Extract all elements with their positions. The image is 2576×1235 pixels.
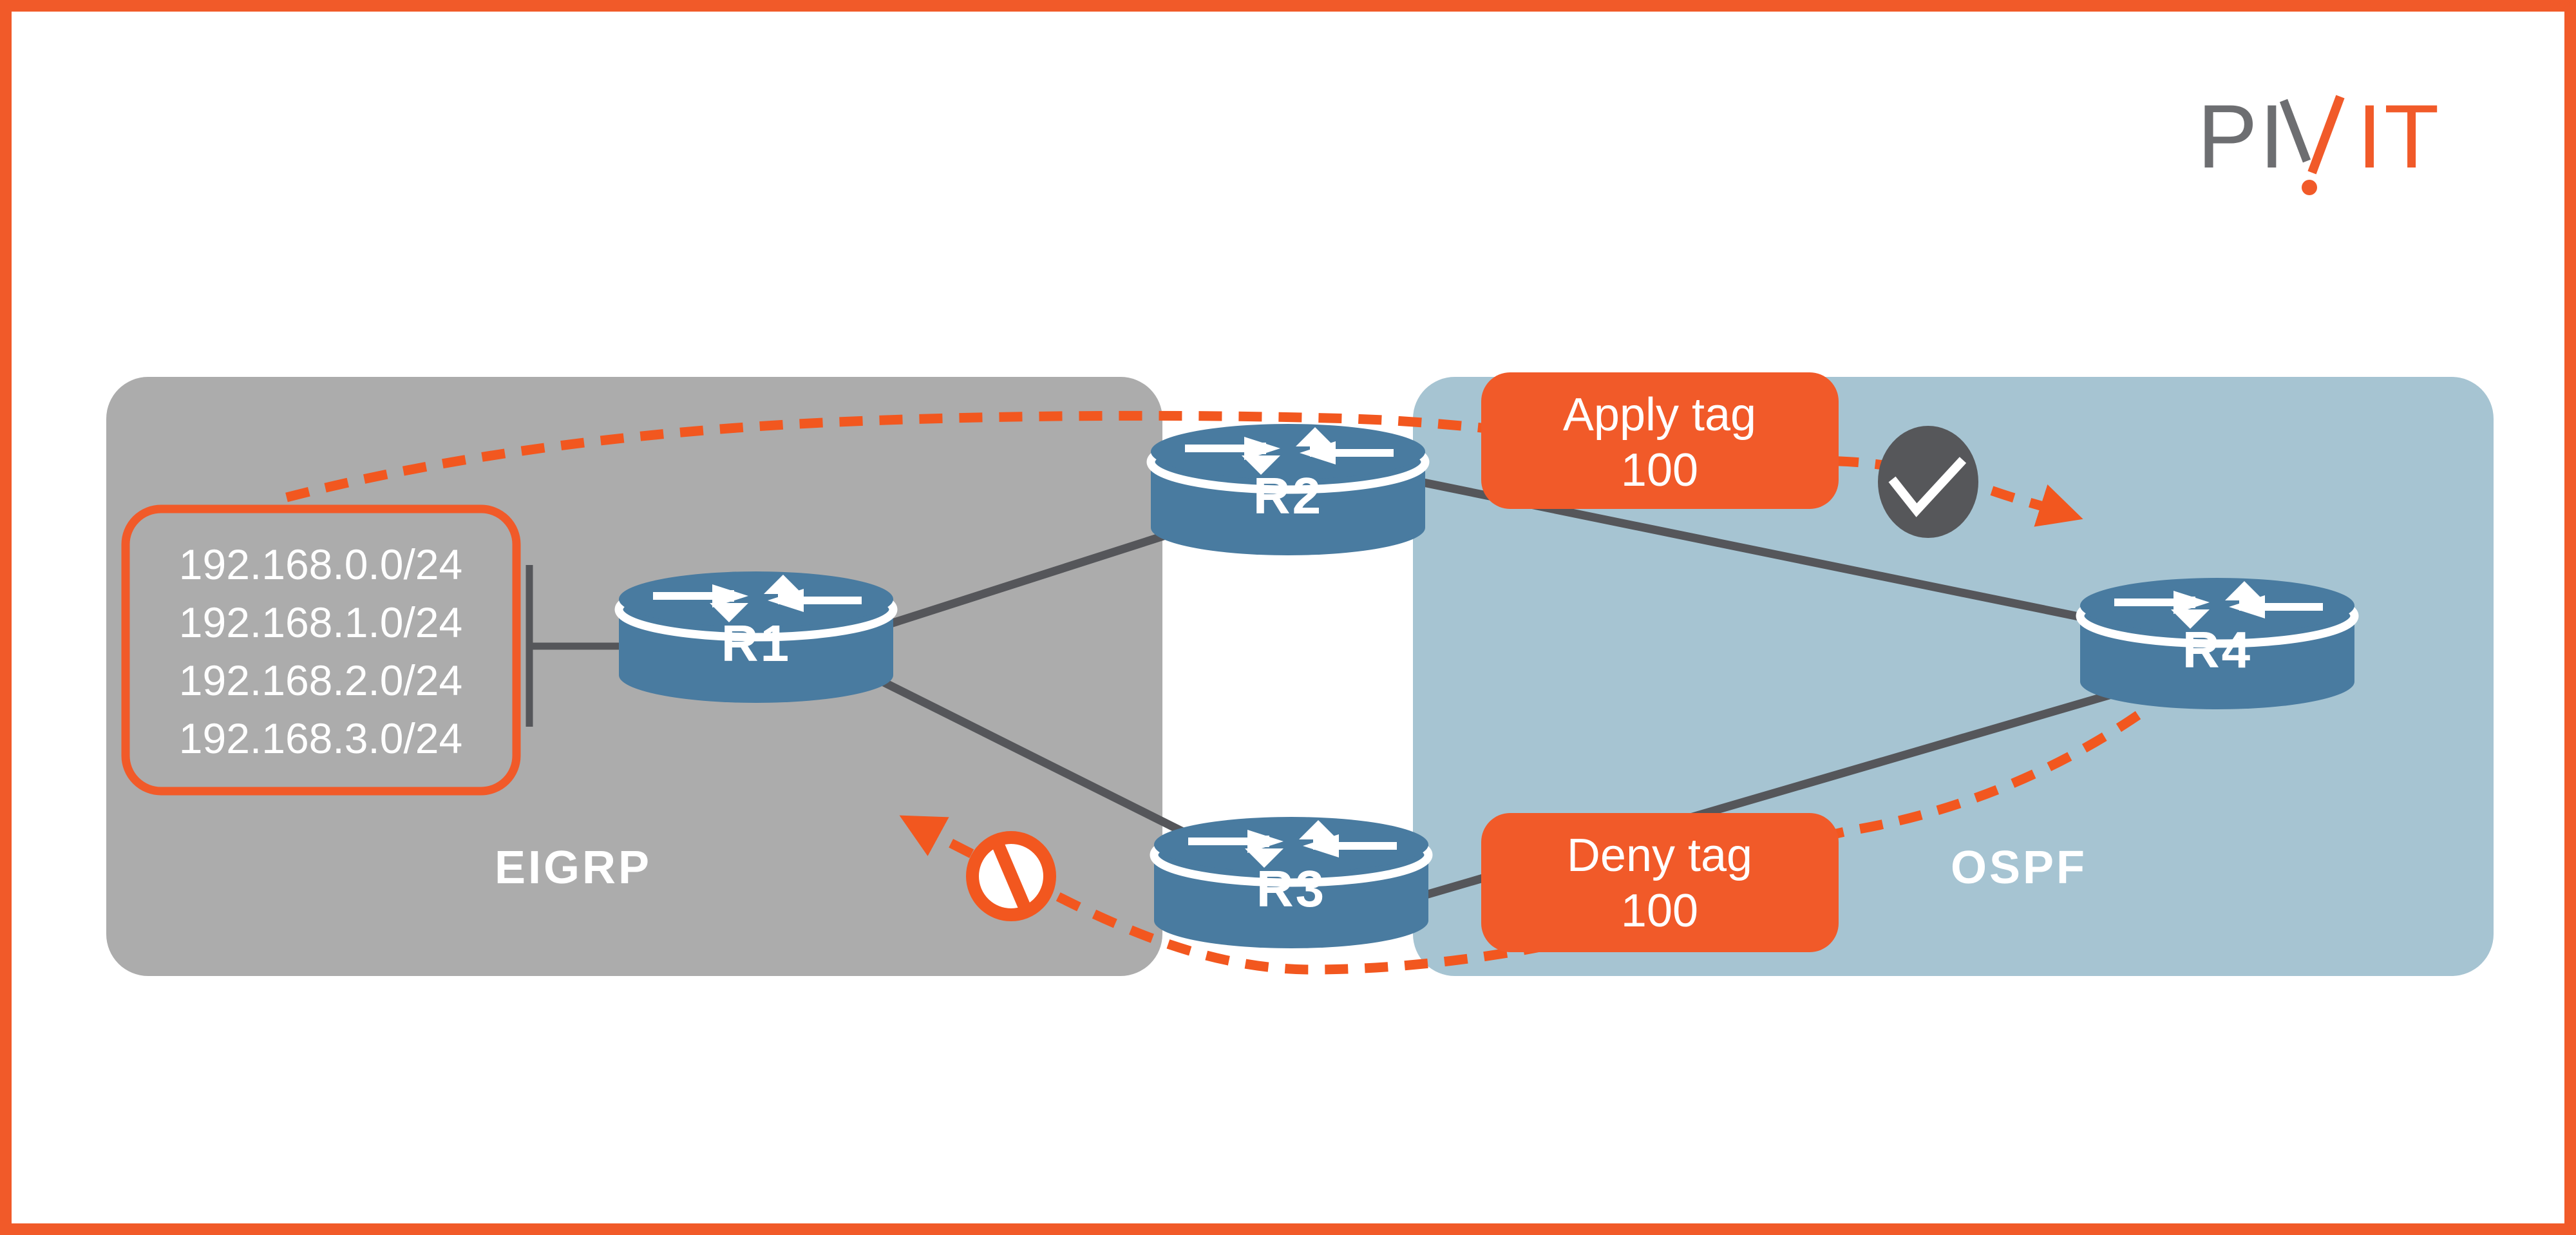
router-label: R3	[1256, 860, 1326, 917]
no-entry-badge	[966, 831, 1056, 921]
checkmark-badge	[1878, 426, 1978, 538]
route-entry: 192.168.3.0/24	[179, 714, 462, 762]
router-label: R1	[721, 615, 791, 672]
apply-tag-box: Apply tag 100	[1481, 372, 1839, 509]
route-entry: 192.168.2.0/24	[179, 656, 462, 704]
router-r2: R2	[1151, 424, 1425, 555]
ospf-label: OSPF	[1951, 842, 2087, 894]
router-r1: R1	[619, 571, 893, 703]
pivit-logo: PI IT	[2197, 86, 2441, 195]
route-entry: 192.168.0.0/24	[179, 541, 462, 588]
checkmark-icon	[1888, 457, 1967, 517]
router-r3: R3	[1154, 817, 1428, 948]
link-r3-r4	[1290, 659, 2219, 939]
logo-text-gray: PI	[2197, 86, 2286, 187]
apply-tag-line1: Apply tag	[1563, 389, 1756, 441]
logo-text-orange: IT	[2357, 86, 2441, 187]
logo-v-left-stroke	[2279, 99, 2311, 163]
eigrp-label: EIGRP	[495, 842, 652, 894]
link-r2-r4	[1287, 450, 2219, 649]
redistribute-allowed-path	[285, 410, 2083, 527]
router-r4: R4	[2080, 578, 2354, 709]
apply-tag-line2: 100	[1621, 445, 1698, 496]
router-label: R2	[1253, 467, 1323, 524]
redistribute-denied-path	[899, 711, 2141, 975]
route-list-box: 192.168.0.0/24 192.168.1.0/24 192.168.2.…	[121, 504, 521, 796]
logo-dot-icon	[2302, 180, 2317, 195]
router-label: R4	[2183, 621, 2252, 678]
no-entry-icon	[989, 835, 1035, 919]
logo-slash-icon	[2307, 95, 2345, 175]
deny-tag-line1: Deny tag	[1567, 830, 1752, 881]
deny-tag-box: Deny tag 100	[1481, 813, 1839, 952]
deny-tag-line2: 100	[1621, 885, 1698, 937]
route-entry: 192.168.1.0/24	[179, 598, 462, 646]
